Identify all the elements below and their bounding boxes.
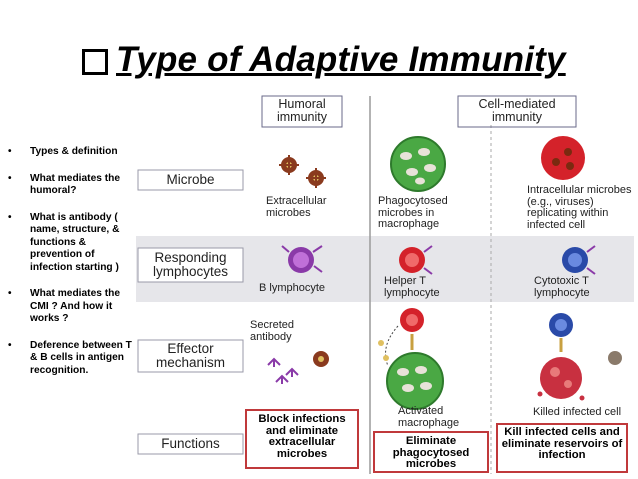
slide-title: Type of Adaptive Immunity xyxy=(82,36,566,84)
topic-bullet-list: Types & definition What mediates the hum… xyxy=(8,146,134,391)
row-label-functions: Functions xyxy=(161,436,220,451)
bullet-item: Types & definition xyxy=(8,146,134,159)
function-humoral: Block infections and eliminate extracell… xyxy=(258,413,346,460)
row-label-effector: Effector mechanism xyxy=(155,341,226,370)
bullet-item: What mediates the humoral? xyxy=(8,173,134,198)
b-lymphocyte-icon xyxy=(281,245,323,273)
row-label-box xyxy=(137,433,244,455)
row-label-microbe: Microbe xyxy=(166,172,215,187)
cmi-header-box xyxy=(457,95,577,128)
caption-intracellular-microbes: Intracellular microbes (e.g., viruses) r… xyxy=(527,184,632,231)
humoral-header-box xyxy=(261,95,343,128)
killed-infected-cell-icon xyxy=(537,313,622,401)
cmi-header: Cell-mediated immunity xyxy=(478,97,556,124)
helper-t-icon xyxy=(399,245,433,275)
checkbox-square-icon xyxy=(82,49,108,75)
caption-phagocytosed-microbes: Phagocytosed microbes in macrophage xyxy=(378,195,448,230)
humoral-header: Humoral immunity xyxy=(276,97,327,124)
row-label-box xyxy=(137,247,244,283)
antibody-bound-microbe-icon xyxy=(313,351,329,367)
caption-extracellular-microbes: Extracellular microbes xyxy=(266,195,327,219)
caption-helper-t: Helper T lymphocyte xyxy=(384,275,440,299)
slide-title-text: Type of Adaptive Immunity xyxy=(116,40,566,79)
caption-cytotoxic-t: Cytotoxic T lymphocyte xyxy=(534,275,590,299)
function-phagocytosed: Eliminate phagocytosed microbes xyxy=(392,435,470,470)
caption-secreted-antibody: Secreted antibody xyxy=(250,319,295,343)
caption-killed-infected-cell: Killed infected cell xyxy=(533,406,622,418)
bullet-item: What is antibody ( name, structure, & fu… xyxy=(8,212,134,275)
macrophage-icon xyxy=(390,136,446,192)
caption-b-lymphocyte: B lymphocyte xyxy=(259,282,326,294)
row-label-lymphocytes: Responding lymphocytes xyxy=(152,250,229,279)
antibody-icon xyxy=(267,357,299,384)
function-box xyxy=(373,431,489,473)
row-label-box xyxy=(137,169,244,191)
row-label-box xyxy=(137,339,244,373)
extracellular-microbe-icon xyxy=(279,155,326,188)
function-cytotoxic: Kill infected cells and eliminate reserv… xyxy=(501,426,623,461)
caption-activated-macrophage: Activated macrophage xyxy=(398,405,460,429)
infected-cell-icon xyxy=(541,136,585,180)
bullet-item: Deference between T & B cells in antigen… xyxy=(8,340,134,378)
function-box xyxy=(496,423,628,473)
activated-macrophage-icon xyxy=(378,308,444,410)
cytotoxic-t-icon xyxy=(562,245,596,275)
function-box xyxy=(245,409,359,469)
bullet-item: What mediates the CMI ? And how it works… xyxy=(8,288,134,326)
